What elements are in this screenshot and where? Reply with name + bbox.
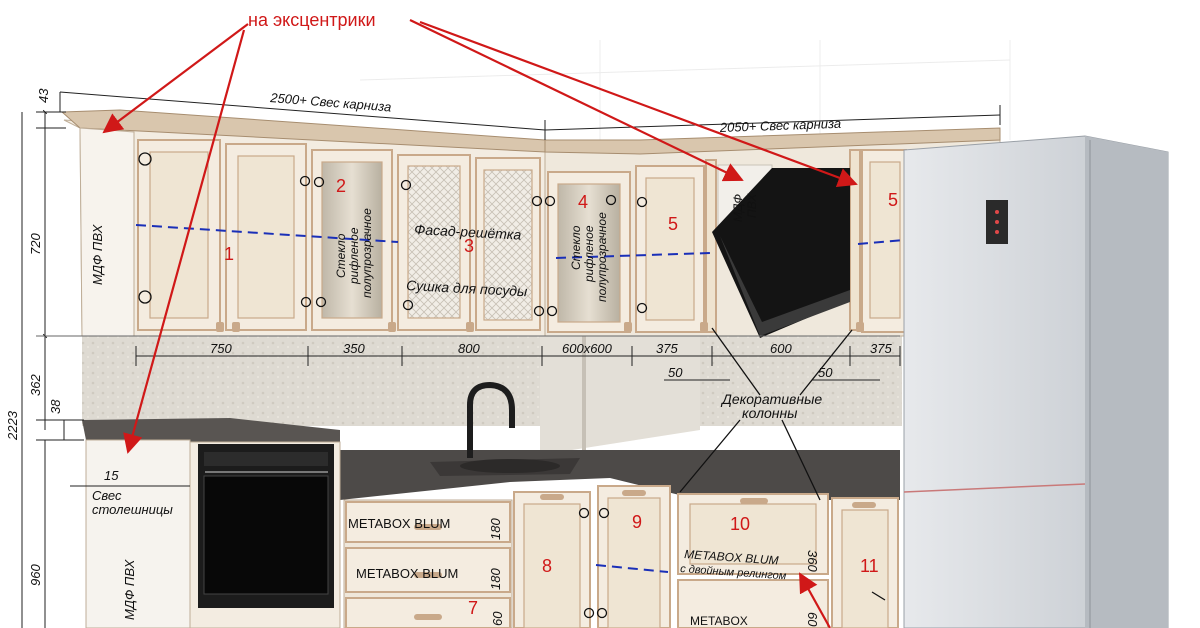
d180a-label: 180 <box>488 518 503 540</box>
pointer-lines <box>679 327 886 601</box>
glass-label-2c: полупрозрачное <box>360 208 374 298</box>
module-7: 7 <box>468 598 478 618</box>
faucet <box>467 381 515 458</box>
module-11: 11 <box>860 556 879 576</box>
cornice-right-label: 2050+ Свес карниза <box>719 116 842 135</box>
shelf-dash-lines <box>135 224 905 573</box>
countertop-overhang-1: Свес <box>92 488 122 503</box>
module-9: 9 <box>632 512 642 532</box>
module-10: 10 <box>730 514 750 534</box>
decor-columns-1: Декоративные <box>720 391 822 407</box>
eccentric-markers <box>138 152 648 619</box>
mdf-pvc-upper: МДФ ПВХ <box>90 223 105 285</box>
mdf-pvc-lower: МДФ ПВХ <box>122 558 137 620</box>
range-hood <box>712 164 850 338</box>
module-3: 3 <box>464 236 474 256</box>
metabox-1-label: METABOX BLUM <box>348 516 450 531</box>
grille-facade-label: Фасад-решётка <box>414 221 522 243</box>
background-grid <box>359 40 1011 150</box>
metabox-2-label: METABOX BLUM <box>356 566 458 581</box>
hood-mdf: МДФ <box>731 194 745 222</box>
hood-pvc: ПВХ <box>745 193 759 218</box>
w375b-label: 375 <box>870 341 892 356</box>
countertop-overhang-2: столешницы <box>92 502 173 517</box>
d60-label: 60 <box>490 611 505 626</box>
d180b-label: 180 <box>488 568 503 590</box>
module-2: 2 <box>336 176 346 196</box>
oven-column <box>85 439 341 628</box>
glass-label-2b: рифленое <box>347 227 361 285</box>
decor-columns-2: колонны <box>742 405 798 421</box>
module-8: 8 <box>542 556 552 576</box>
w750-label: 750 <box>210 341 232 356</box>
w375a-label: 375 <box>656 341 678 356</box>
w50b-label: 50 <box>818 365 833 380</box>
w600x600-label: 600x600 <box>562 341 613 356</box>
module-5a: 5 <box>668 214 678 234</box>
module-1: 1 <box>224 244 234 264</box>
h15-label: 15 <box>104 468 119 483</box>
glass-label-4c: полупрозрачное <box>595 212 609 302</box>
cornice-left-label: 2500+ Свес карниза <box>269 90 392 115</box>
module-4: 4 <box>578 192 588 212</box>
lower-cabinets <box>343 485 899 628</box>
countertops <box>82 418 900 500</box>
glass-label-4b: рифленое <box>582 225 596 283</box>
handles <box>216 322 876 620</box>
backsplash <box>82 336 902 456</box>
h960-label: 960 <box>28 564 43 586</box>
metabox-3-label: METABOX BLUM <box>684 547 779 568</box>
module-5b: 5 <box>888 190 898 210</box>
refrigerator <box>903 135 1169 628</box>
h38-label: 38 <box>48 399 63 414</box>
eccentrics-callout: на эксцентрики <box>248 10 376 30</box>
dimension-lines <box>21 91 1001 628</box>
h362-label: 362 <box>28 374 43 396</box>
glass-label-2a: Стекло <box>334 233 348 278</box>
metabox-bottom-label: METABOX <box>690 614 748 628</box>
red-arrows <box>102 19 858 628</box>
d360-label: 360 <box>805 550 820 572</box>
dish-dryer-label: Сушка для посуды <box>406 277 529 299</box>
d60b-label: 60 <box>805 612 820 627</box>
w350-label: 350 <box>343 341 365 356</box>
h2223-label: 2223 <box>5 410 20 441</box>
h43-label: 43 <box>36 88 51 103</box>
w600-label: 600 <box>770 341 792 356</box>
w800-label: 800 <box>458 341 480 356</box>
glass-label-4a: Стекло <box>569 225 583 270</box>
w50a-label: 50 <box>668 365 683 380</box>
h720-label: 720 <box>28 233 43 255</box>
